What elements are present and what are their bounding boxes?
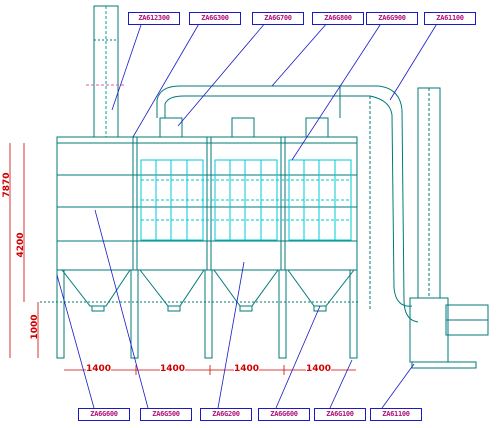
dimension-bay-width: 1400: [160, 364, 186, 374]
dimension-bay-width: 1400: [234, 364, 260, 374]
fan-assembly: [409, 87, 489, 369]
dimension-housing-height: 4200: [16, 232, 26, 258]
dimension-leg-height: 1000: [30, 314, 40, 340]
filter-housing: [56, 136, 358, 271]
part-label: ZA6G500: [140, 408, 192, 421]
part-label: ZA61100: [370, 408, 422, 421]
exhaust-stack: [86, 5, 126, 138]
part-label: ZA6G600: [258, 408, 310, 421]
dimension-bay-width: 1400: [306, 364, 332, 374]
outlet-boxes: [159, 117, 329, 138]
dimension-lines: [9, 143, 356, 375]
dimension-bay-width: 1400: [86, 364, 112, 374]
part-label: ZA6G300: [189, 12, 241, 25]
part-label: ZA612300: [128, 12, 180, 25]
part-label: ZA61100: [424, 12, 476, 25]
ductwork: [156, 85, 419, 323]
part-label: ZA6G700: [252, 12, 304, 25]
part-label: ZA6G200: [200, 408, 252, 421]
part-label: ZA6G900: [366, 12, 418, 25]
part-label: ZA6G100: [314, 408, 366, 421]
leader-lines: [56, 21, 439, 409]
part-label: ZA6G800: [312, 12, 364, 25]
support-legs: [40, 269, 360, 359]
hoppers: [61, 269, 355, 312]
dimension-overall-height: 7870: [2, 172, 12, 198]
part-label: ZA6G600: [78, 408, 130, 421]
filter-bags: [140, 159, 352, 241]
